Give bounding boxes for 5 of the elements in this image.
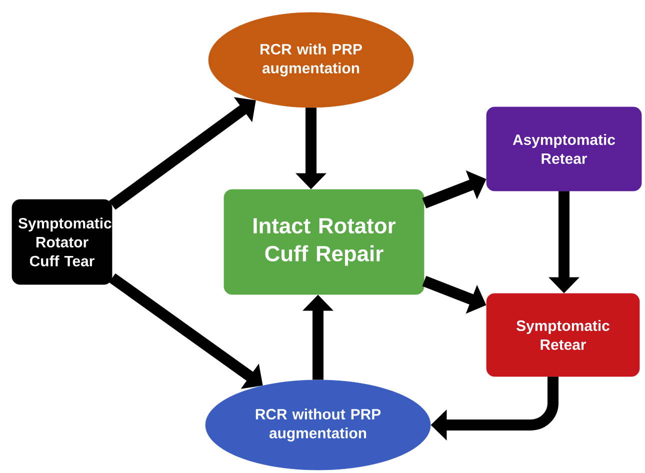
outcome-box: Asymptomatic Retear (486, 106, 642, 192)
outcome-box: Intact Rotator Cuff Repair (224, 189, 424, 295)
process-box: Symptomatic Rotator Cuff Tear (12, 199, 112, 285)
outcome-box: Symptomatic Retear (486, 293, 640, 377)
arrow (108, 97, 256, 210)
